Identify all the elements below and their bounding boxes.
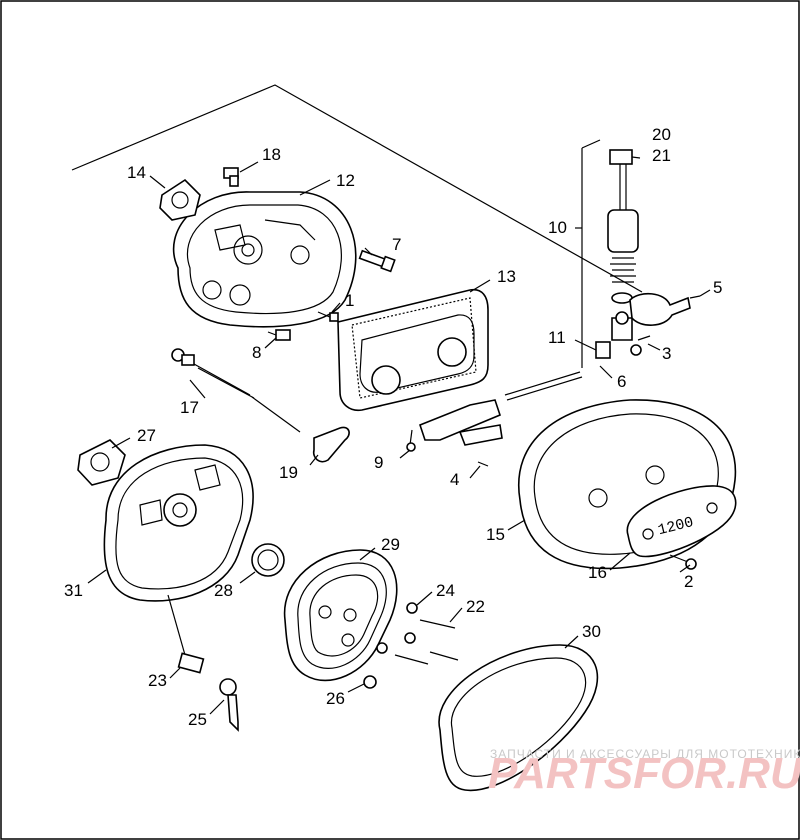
- callout-8: 8: [252, 343, 261, 362]
- watermark-tagline: ЗАПЧАСТИ И АКСЕССУАРЫ ДЛЯ МОТОТЕХНИКИ: [490, 747, 800, 761]
- callout-11: 11: [548, 328, 566, 347]
- block-11: [595, 341, 611, 359]
- callout-3: 3: [662, 344, 671, 363]
- rod-6: [504, 371, 583, 401]
- backplate-upper: [172, 191, 357, 328]
- callout-12: 12: [336, 171, 355, 190]
- clip-19: [312, 426, 350, 463]
- callout-17: 17: [180, 398, 199, 417]
- screw-9: [406, 429, 416, 452]
- fitting-18: [223, 167, 239, 187]
- callout-1: 1: [345, 291, 354, 310]
- part-3: [630, 335, 651, 356]
- clamp-5: [629, 292, 701, 326]
- callout-19: 19: [279, 463, 298, 482]
- backplate-lower: [103, 444, 254, 602]
- callout-26: 26: [326, 689, 345, 708]
- sensor-assembly-10: [581, 139, 639, 368]
- screw-1: [317, 311, 339, 322]
- breather-bracket: [419, 399, 503, 467]
- callout-27: 27: [137, 426, 156, 445]
- fitting-23: [167, 594, 205, 674]
- air-filter-13: [337, 288, 489, 412]
- ring-28: [251, 543, 285, 577]
- screw-8: [267, 329, 291, 341]
- callout-4: 4: [450, 470, 459, 489]
- washers-24: [376, 602, 418, 654]
- callout-31: 31: [64, 581, 83, 600]
- cover-15: [517, 399, 737, 570]
- callout-30: 30: [582, 622, 601, 641]
- part-26: [363, 675, 377, 689]
- callout-2: 2: [684, 572, 693, 591]
- callout-labels: 1 2 3 4 5 6 7 8 9 10 11 12 13 14 15 16 1…: [64, 125, 722, 729]
- callout-10: 10: [548, 218, 567, 237]
- callout-23: 23: [148, 671, 167, 690]
- callout-20: 20: [652, 125, 671, 144]
- group-bracket-line: [71, 84, 643, 293]
- callout-5: 5: [713, 278, 722, 297]
- callout-21: 21: [652, 146, 671, 165]
- callout-7: 7: [392, 235, 401, 254]
- watermark: ЗАПЧАСТИ И АКСЕССУАРЫ ДЛЯ МОТОТЕХНИКИ PA…: [488, 747, 800, 798]
- callout-18: 18: [262, 145, 281, 164]
- cable-17: [171, 348, 301, 433]
- callout-9: 9: [374, 453, 383, 472]
- screw-2: [669, 554, 697, 570]
- callout-28: 28: [214, 581, 233, 600]
- seal-ring-30: [438, 644, 599, 792]
- callout-16: 16: [588, 563, 607, 582]
- callout-29: 29: [381, 535, 400, 554]
- bolts-22: [394, 619, 459, 665]
- callout-6: 6: [617, 372, 626, 391]
- callout-22: 22: [466, 597, 485, 616]
- gasket-14: [159, 178, 201, 221]
- callout-24: 24: [436, 581, 455, 600]
- callout-14: 14: [127, 163, 146, 182]
- gasket-27: [77, 439, 126, 486]
- bolt-7: [358, 249, 396, 273]
- leader-lines: [87, 156, 711, 715]
- badge-16: 1200: [626, 485, 737, 558]
- callout-25: 25: [188, 710, 207, 729]
- watermark-logo: PARTSFOR.RU: [488, 749, 800, 798]
- callout-13: 13: [497, 267, 516, 286]
- hose-25: [219, 678, 239, 732]
- callout-15: 15: [486, 525, 505, 544]
- filter-element-29: [283, 549, 398, 682]
